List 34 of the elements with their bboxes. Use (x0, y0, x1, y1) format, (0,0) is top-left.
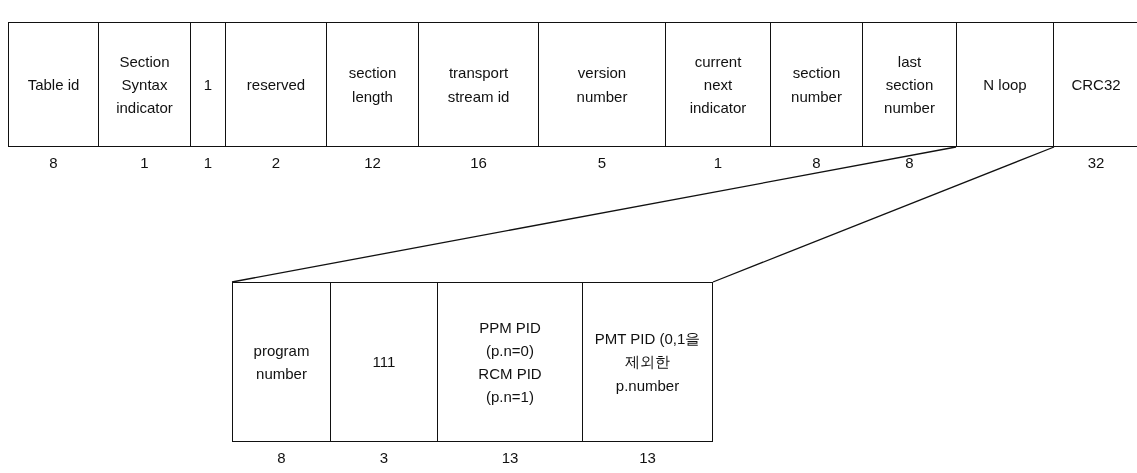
bit-count: 8 (811, 154, 822, 171)
bit-count: 13 (638, 449, 657, 466)
field-name: current next indicator (688, 51, 748, 119)
bit-count: 2 (270, 154, 282, 171)
field-name: Table id (27, 74, 80, 95)
field-name: section length (347, 63, 398, 107)
bit-count: 8 (48, 154, 59, 171)
bit-count: 8 (904, 154, 915, 171)
field-name: CRC32 (1071, 74, 1121, 95)
field-name: 111 (372, 352, 396, 373)
bit-count: 13 (500, 449, 520, 466)
bit-count: 32 (1086, 154, 1106, 171)
bit-count: 1 (139, 154, 150, 171)
field-name: version number (575, 63, 629, 107)
field-name: PMT PID (0,1을 제외한 p.number (593, 329, 702, 396)
expansion-line (231, 146, 957, 283)
bit-count: 12 (363, 154, 382, 171)
bit-count: 8 (276, 449, 287, 466)
bit-count: 3 (378, 449, 390, 466)
bit-count: 5 (596, 154, 608, 171)
field-name: program number (252, 340, 311, 384)
field-name: 1 (203, 74, 213, 95)
expansion-line (712, 146, 1055, 283)
bit-count: 1 (202, 154, 214, 171)
field-cell (956, 22, 1054, 147)
field-name: reserved (246, 74, 306, 95)
field-name: Section Syntax indicator (115, 51, 174, 119)
bit-count: 1 (712, 154, 724, 171)
field-name: section number (790, 63, 843, 107)
bit-count: 16 (469, 154, 488, 171)
field-name: N loop (983, 74, 1027, 95)
field-name: last section number (883, 51, 936, 119)
field-name: transport stream id (446, 63, 511, 107)
field-name: PPM PID (p.n=0) RCM PID (p.n=1) (477, 317, 543, 408)
